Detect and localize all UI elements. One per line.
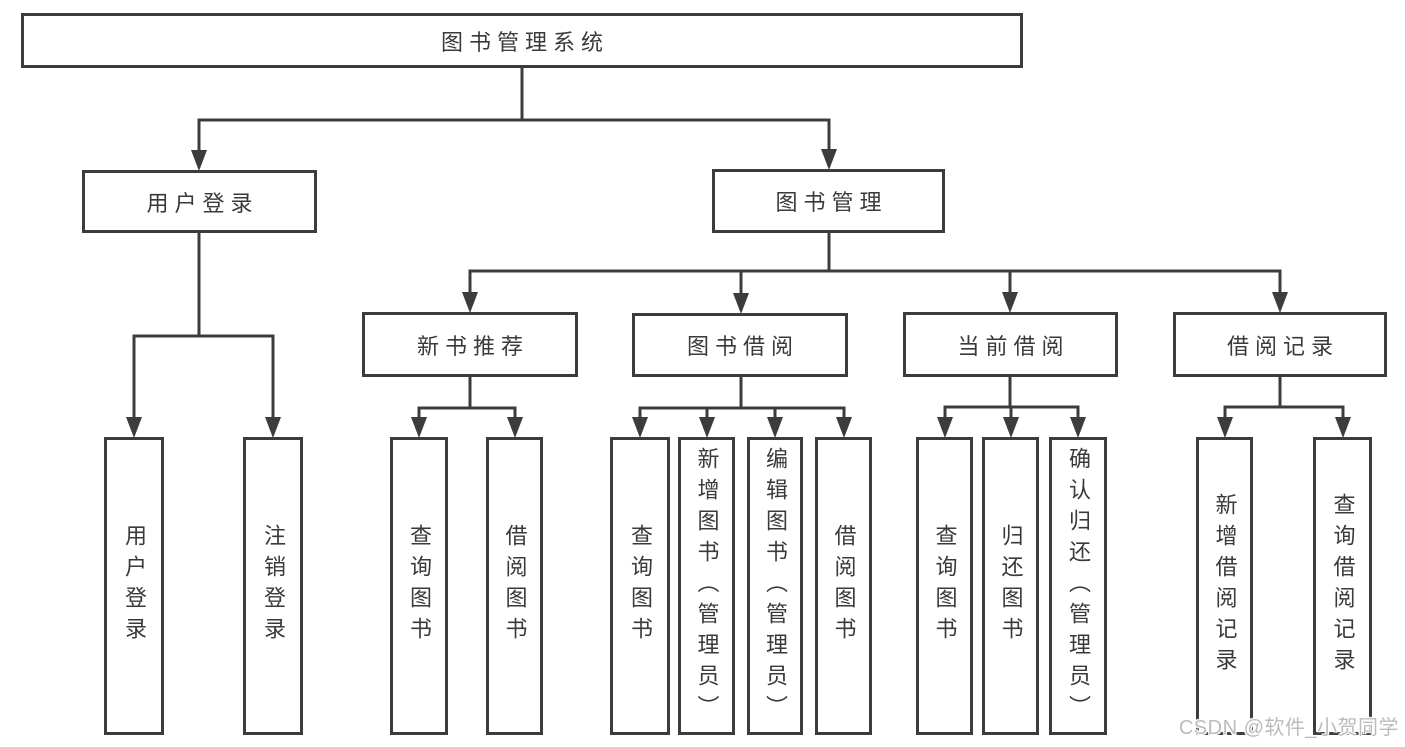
leaf-query-borrow-record: 查询借阅记录	[1313, 437, 1372, 735]
leaf-confirm-return-admin: 确认归还（管理员）	[1049, 437, 1107, 735]
leaf-user-login: 用户登录	[104, 437, 164, 735]
csdn-watermark: CSDN @软件_小贺同学	[1178, 717, 1399, 739]
arrowhead-icons	[126, 149, 1351, 438]
node-book-borrow: 图书借阅	[632, 313, 848, 377]
leaf-query-books-borrow: 查询图书	[610, 437, 670, 735]
node-current-borrow: 当前借阅	[903, 312, 1118, 377]
leaf-query-books-current: 查询图书	[916, 437, 973, 735]
node-book-management: 图书管理	[712, 169, 945, 233]
node-new-book-recommend: 新书推荐	[362, 312, 578, 377]
node-root: 图书管理系统	[21, 13, 1023, 68]
node-borrow-records: 借阅记录	[1173, 312, 1387, 377]
leaf-add-books-admin: 新增图书（管理员）	[678, 437, 735, 735]
leaf-logout: 注销登录	[243, 437, 303, 735]
node-user-login: 用户登录	[82, 170, 317, 233]
leaf-return-books: 归还图书	[982, 437, 1039, 735]
leaf-borrow-books-recommend: 借阅图书	[486, 437, 543, 735]
leaf-add-borrow-record: 新增借阅记录	[1196, 437, 1253, 735]
leaf-borrow-books: 借阅图书	[815, 437, 872, 735]
leaf-query-books-recommend: 查询图书	[390, 437, 448, 735]
leaf-edit-books-admin: 编辑图书（管理员）	[747, 437, 803, 735]
